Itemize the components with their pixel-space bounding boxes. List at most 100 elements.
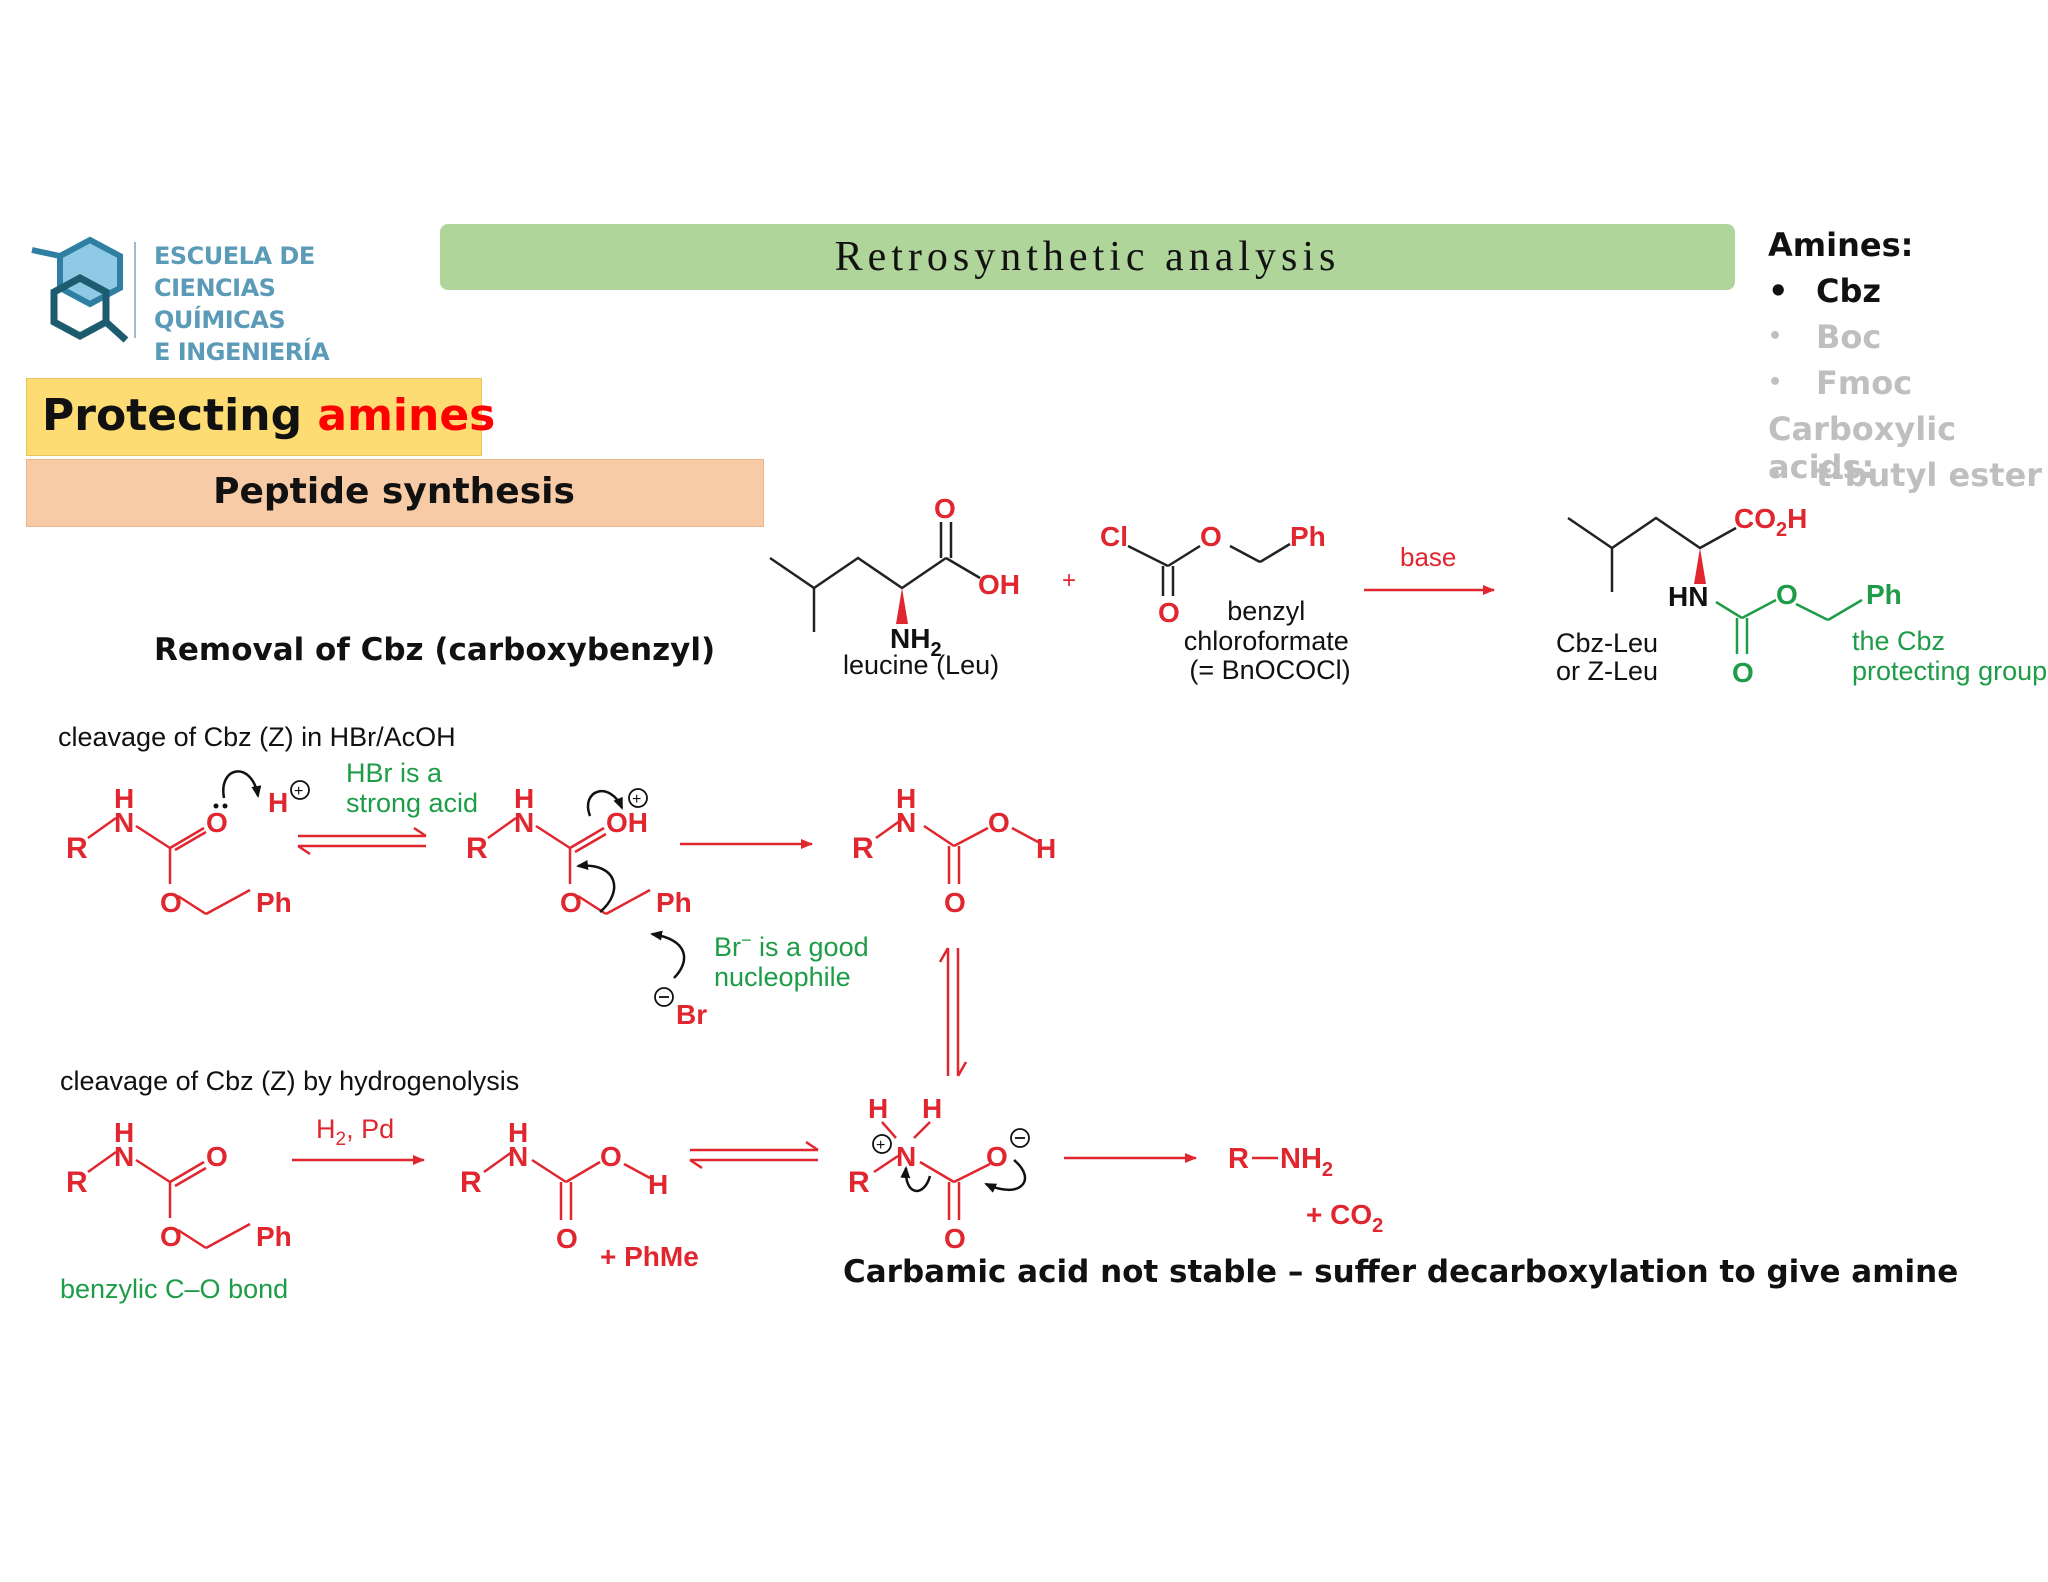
subscript: 2: [336, 1129, 347, 1150]
sidebar-item-label: t-butyl ester: [1816, 456, 2043, 494]
atom-label: H: [514, 783, 534, 814]
atom-label: Ph: [256, 1221, 292, 1252]
atom-label: Cl: [1100, 521, 1128, 552]
bullet-icon: •: [1768, 324, 1783, 349]
hexagon-logo-icon: [31, 236, 129, 343]
vertical-equilibrium-arrow: [938, 947, 968, 1077]
zwitterion-structure: [873, 1121, 991, 1220]
plus-sign: +: [1062, 567, 1076, 594]
school-logo: ESCUELA DE CIENCIAS QUÍMICAS E INGENIERÍ…: [30, 236, 390, 366]
atom-label: R: [66, 1166, 88, 1199]
atom-label: O: [944, 1223, 966, 1254]
bullet-icon: •: [1768, 370, 1783, 395]
charge-symbol: +: [294, 783, 303, 800]
atom-label: H: [268, 787, 288, 818]
sidebar-item-label: Fmoc: [1816, 364, 1913, 402]
note-text: Br: [714, 932, 741, 962]
negative-charge-icon: [1010, 1128, 1030, 1148]
subscript: 2: [1322, 1159, 1333, 1181]
bullet-icon: •: [1768, 462, 1783, 487]
subscript: 2: [1776, 519, 1787, 541]
atom-label: N: [896, 807, 916, 838]
atom-label: R: [460, 1166, 482, 1199]
wedge-bond: [1694, 548, 1706, 584]
atom-label: CO: [1734, 503, 1776, 534]
cbz-leucine-structure: [1567, 516, 1737, 592]
reagent-label: benzyl chloroformate (= BnOCOCl): [1184, 596, 1357, 685]
co2-product: + CO2: [1306, 1199, 1383, 1237]
atom-label: Ph: [1866, 579, 1902, 610]
note-line: protecting group: [1852, 656, 2047, 686]
title-bar: [440, 224, 1735, 290]
logo-line: CIENCIAS QUÍMICAS: [154, 274, 286, 334]
acids-heading: Carboxylic acids:: [1768, 410, 1957, 486]
note-line: Br− is a good: [714, 930, 869, 962]
charge-symbol: +: [632, 791, 641, 808]
curved-arrow: [900, 1166, 932, 1193]
protonated-carbamate-structure: [487, 816, 651, 916]
charge-symbol: +: [876, 1137, 885, 1154]
atom-label: N: [114, 1141, 134, 1172]
atom-label: N: [114, 807, 134, 838]
atom-label: O: [1158, 597, 1180, 628]
bromide-note: Br− is a good nucleophile: [714, 930, 876, 992]
atom-label: NH: [890, 623, 930, 654]
note-line: strong acid: [346, 788, 478, 818]
atom-label: O: [206, 807, 228, 838]
logo-line: ESCUELA DE: [154, 242, 315, 270]
positive-charge-icon: [872, 1134, 892, 1154]
curved-arrow: [650, 930, 686, 979]
atom-label: O: [934, 493, 956, 524]
decarboxylation-caption: Carbamic acid not stable – suffer decarb…: [843, 1254, 1959, 1290]
cbz-group: [1715, 598, 1863, 654]
atom-label: O: [556, 1223, 578, 1254]
equilibrium-arrow: [689, 1140, 819, 1170]
superscript: −: [741, 930, 752, 950]
logo-text: ESCUELA DE CIENCIAS QUÍMICAS E INGENIERÍ…: [154, 240, 390, 368]
wedge-bond: [896, 588, 908, 624]
atom-label: R: [466, 832, 488, 865]
atom-label: O: [560, 887, 582, 918]
curved-arrow: [586, 789, 624, 817]
atom-label: R: [852, 832, 874, 865]
product-label: Cbz-Leu or Z-Leu: [1556, 628, 1666, 686]
atom-label: R: [1228, 1143, 1249, 1175]
atom-label: O: [160, 887, 182, 918]
logo-line: E INGENIERÍA: [154, 338, 330, 366]
atom-label: OH: [606, 807, 648, 838]
subscript: 2: [1372, 1215, 1383, 1237]
condition-text: , Pd: [346, 1114, 394, 1144]
leucine-structure: [769, 522, 981, 632]
bullet-icon: •: [1768, 272, 1789, 310]
leucine-label: leucine (Leu): [843, 650, 999, 680]
atom-label: O: [1200, 521, 1222, 552]
topic-title: Protecting amines: [42, 378, 495, 454]
sidebar-item-label: Cbz: [1816, 272, 1882, 310]
atom-label: H: [1036, 833, 1056, 864]
product-label-line: Cbz-Leu: [1556, 628, 1658, 658]
atom-label: N: [896, 1141, 916, 1172]
amines-heading: Amines:: [1768, 226, 1914, 264]
atom-label: Ph: [256, 887, 292, 918]
atom-label: O: [600, 1141, 622, 1172]
lone-pair-dot: [213, 803, 219, 809]
atom-label: O: [988, 807, 1010, 838]
atom-label: Br: [676, 999, 707, 1030]
bond-note: benzylic C–O bond: [60, 1274, 288, 1304]
carbamic-acid-structure: [875, 816, 1039, 884]
amine-product: R: [1228, 1143, 1249, 1175]
mechanism-title: cleavage of Cbz (Z) in HBr/AcOH: [58, 722, 456, 752]
reagent-label-line: benzyl: [1227, 596, 1305, 626]
product-text: + CO: [1306, 1199, 1372, 1230]
subscript: 2: [930, 639, 941, 661]
subtopic-box: [26, 459, 764, 527]
atom-label: H: [896, 783, 916, 814]
atom-label: H: [508, 1117, 528, 1148]
atom-label: O: [944, 887, 966, 918]
protecting-group-note: the Cbz protecting group: [1852, 626, 2047, 686]
atom-label: H: [648, 1169, 668, 1200]
removal-heading: Removal of Cbz (carboxybenzyl): [154, 632, 716, 668]
atom-label: H: [1787, 503, 1807, 534]
reagent-label-line: chloroformate: [1184, 626, 1349, 656]
